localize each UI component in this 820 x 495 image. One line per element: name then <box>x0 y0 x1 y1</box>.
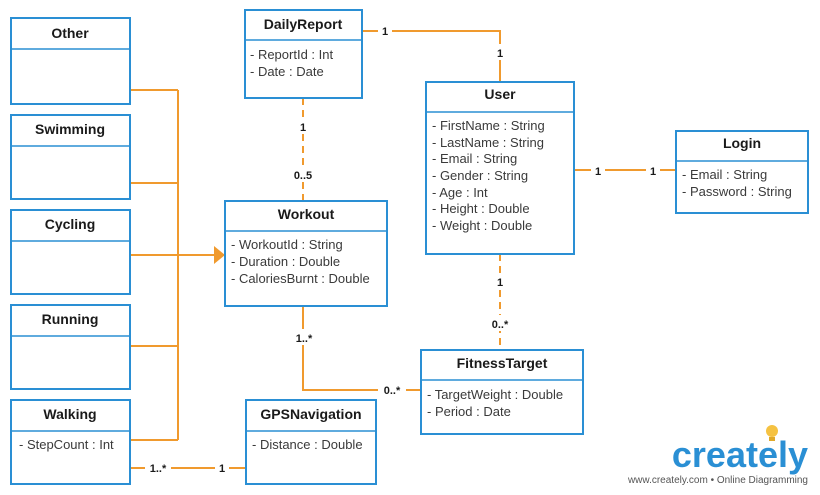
mult-dailyreport-user-b: 1 <box>497 48 503 60</box>
mult-user-fitnesstarget-b: 0..* <box>492 319 509 331</box>
creately-logo-text: creately <box>672 434 808 475</box>
class-walking[interactable]: Walking - StepCount : Int <box>10 399 131 485</box>
class-title: Cycling <box>45 216 96 232</box>
class-user[interactable]: User - FirstName : String - LastName : S… <box>425 81 575 255</box>
mult-user-login-a: 1 <box>595 166 601 178</box>
class-attribute: - Gender : String <box>432 168 528 183</box>
class-title: Other <box>51 25 89 41</box>
class-attribute: - Period : Date <box>427 404 511 419</box>
class-login[interactable]: Login - Email : String - Password : Stri… <box>675 130 809 214</box>
class-running[interactable]: Running <box>10 304 131 390</box>
class-attribute: - Email : String <box>432 151 517 166</box>
class-gpsnavigation[interactable]: GPSNavigation - Distance : Double <box>245 399 377 485</box>
mult-user-login-b: 1 <box>650 166 656 178</box>
class-title: Walking <box>43 406 96 422</box>
class-swimming[interactable]: Swimming <box>10 114 131 200</box>
class-attribute: - Distance : Double <box>252 437 363 452</box>
class-attribute: - Duration : Double <box>231 254 340 269</box>
class-title: Login <box>723 135 761 151</box>
mult-user-fitnesstarget-a: 1 <box>497 277 503 289</box>
assoc-workout-fitnesstarget <box>302 306 421 391</box>
mult-walking-gps-a: 1..* <box>150 463 167 475</box>
class-attribute: - LastName : String <box>432 135 544 150</box>
class-attribute: - Height : Double <box>432 201 530 216</box>
connectors <box>130 30 676 469</box>
class-attribute: - TargetWeight : Double <box>427 387 563 402</box>
class-other[interactable]: Other <box>10 17 131 105</box>
class-attribute: - Date : Date <box>250 64 324 79</box>
mult-walking-gps-b: 1 <box>219 463 225 475</box>
class-title: GPSNavigation <box>260 406 361 422</box>
class-dailyreport[interactable]: DailyReport - ReportId : Int - Date : Da… <box>244 9 363 99</box>
generalization-arrowhead <box>214 246 225 264</box>
class-attribute: - ReportId : Int <box>250 47 333 62</box>
mult-dailyreport-workout-b: 0..5 <box>294 170 312 182</box>
creately-branding[interactable]: creately www.creately.com • Online Diagr… <box>627 425 808 486</box>
class-cycling[interactable]: Cycling <box>10 209 131 295</box>
class-attribute: - StepCount : Int <box>19 437 114 452</box>
class-title: Swimming <box>35 121 105 137</box>
class-title: DailyReport <box>264 16 343 32</box>
class-attribute: - Weight : Double <box>432 218 532 233</box>
multiplicity-labels: 1 1 1 0..5 1 1 1 0..* 1..* 0..* 1..* 1 <box>145 22 660 476</box>
assoc-dailyreport-user <box>362 30 501 82</box>
class-attribute: - Password : String <box>682 184 792 199</box>
class-attribute: - Age : Int <box>432 185 488 200</box>
lightbulb-icon <box>766 425 778 441</box>
class-attribute: - WorkoutId : String <box>231 237 343 252</box>
class-title: FitnessTarget <box>457 355 548 371</box>
mult-dailyreport-workout-a: 1 <box>300 122 306 134</box>
mult-dailyreport-user-a: 1 <box>382 26 388 38</box>
class-title: Workout <box>278 206 335 222</box>
mult-workout-fitnesstarget-b: 0..* <box>384 385 401 397</box>
class-attribute: - Email : String <box>682 167 767 182</box>
class-attribute: - CaloriesBurnt : Double <box>231 271 370 286</box>
creately-tagline[interactable]: www.creately.com • Online Diagramming <box>627 475 808 486</box>
class-attribute: - FirstName : String <box>432 118 545 133</box>
class-title: User <box>484 86 516 102</box>
class-title: Running <box>42 311 99 327</box>
mult-workout-fitnesstarget-a: 1..* <box>296 333 313 345</box>
class-workout[interactable]: Workout - WorkoutId : String - Duration … <box>224 200 388 307</box>
class-fitnesstarget[interactable]: FitnessTarget - TargetWeight : Double - … <box>420 349 584 435</box>
